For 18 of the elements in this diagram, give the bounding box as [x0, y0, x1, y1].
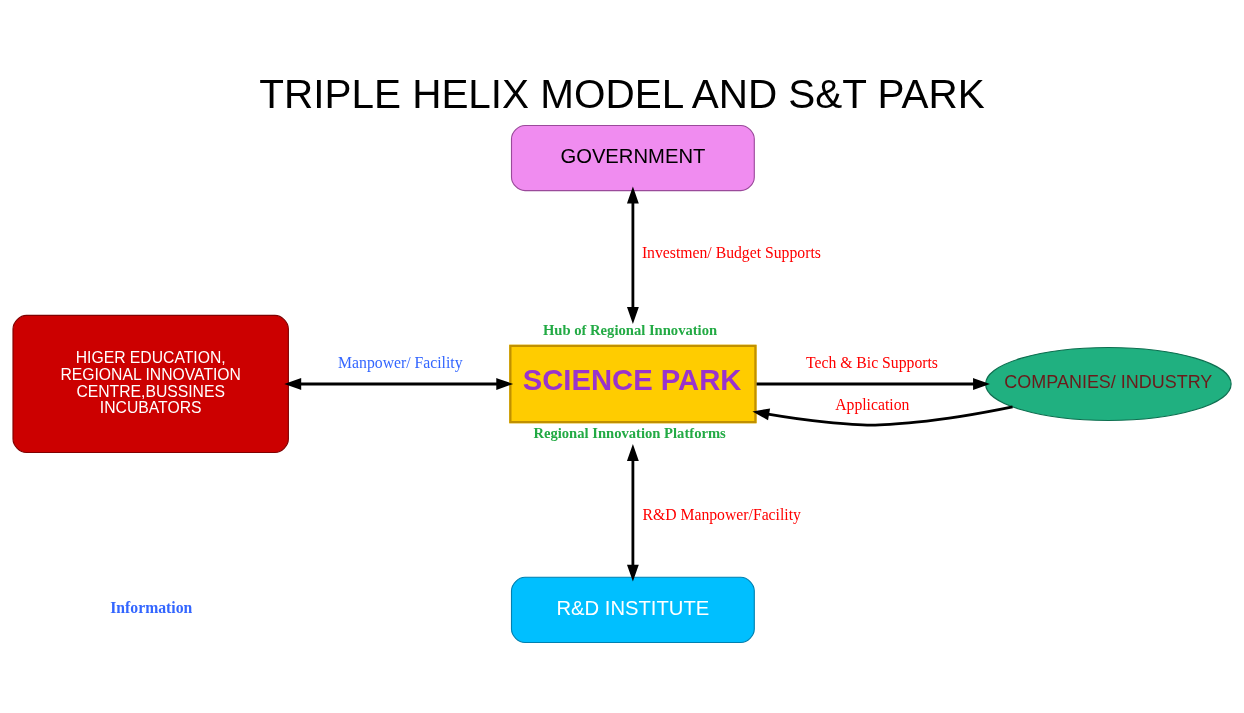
arrow — [752, 404, 1013, 427]
edge-label: Application — [835, 394, 910, 412]
node-label: Hub of Regional Innovation — [542, 321, 718, 338]
edge-label: Tech & Bic Supports — [805, 353, 938, 371]
node-box: R&D INSTITUTE — [510, 576, 755, 643]
node-label: Regional Innovation Platforms — [533, 424, 726, 441]
edge-label: Manpower/ Facility — [338, 353, 463, 371]
node-box: HIGER EDUCATION, REGIONAL INNOVATION CENTRE,BUSSINES INCUBATORS — [12, 314, 289, 453]
edge-label: R&D Manpower/Facility — [642, 505, 801, 523]
label: Information — [110, 598, 193, 616]
node-ellipse: COMPANIES/ INDUSTRY — [985, 346, 1232, 421]
edge-label: Investmen/ Budget Supports — [641, 243, 821, 261]
arrow — [756, 377, 990, 390]
arrow — [626, 186, 639, 324]
arrow — [626, 443, 639, 582]
arrow — [284, 377, 514, 390]
node-box: GOVERNMENT — [510, 124, 755, 191]
diagram-title: TRIPLE HELIX MODEL AND S&T PARK — [259, 70, 985, 117]
